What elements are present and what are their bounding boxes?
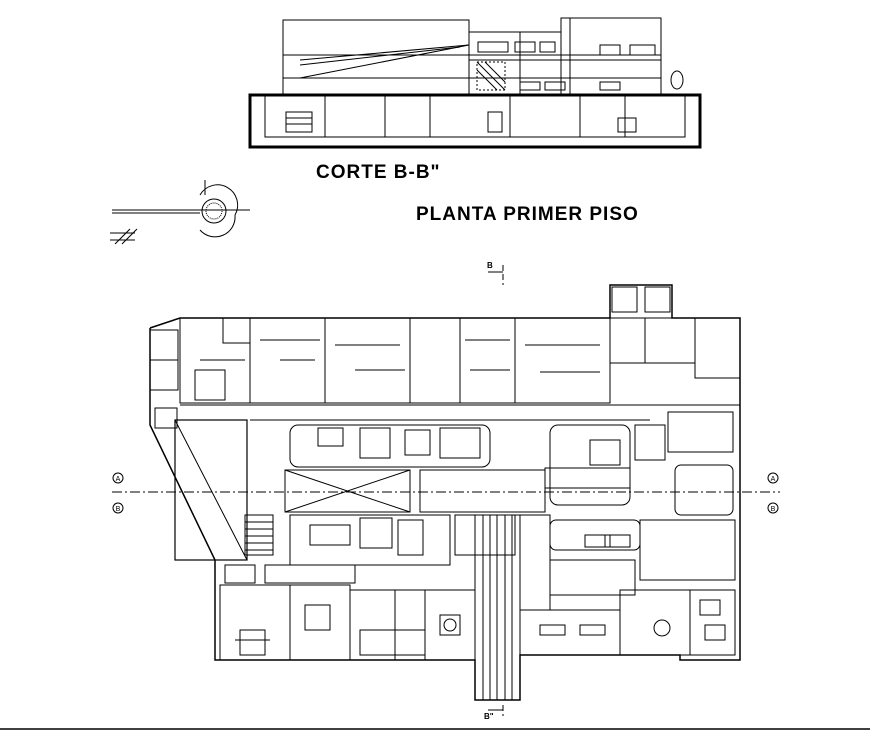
north-arrow [110, 180, 250, 245]
axis-label-left-top: A [116, 476, 121, 483]
axis-label-right-bottom: B [771, 506, 776, 513]
plan-title: PLANTA PRIMER PISO [416, 204, 639, 225]
axis-label-right-top: A [771, 476, 776, 483]
section-mark-top: B [487, 261, 493, 270]
section-title: CORTE B-B" [316, 162, 441, 183]
axis-label-left-bottom: B [116, 506, 121, 513]
floor-plan [112, 265, 780, 716]
section-mark-bottom: B" [484, 712, 494, 721]
section-elevation [248, 17, 702, 149]
